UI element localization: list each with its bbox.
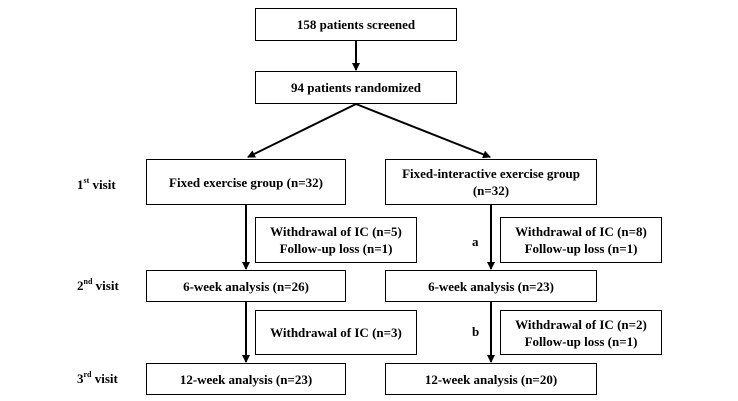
arrow-randomized-to-fixed <box>247 103 357 158</box>
visit-label-1: 1st visit <box>77 176 116 193</box>
interactive-group-box: Fixed-interactive exercise group (n=32) <box>385 159 597 205</box>
annotation-a: a <box>472 234 479 249</box>
interactive-6week-text: 6-week analysis (n=23) <box>428 278 554 294</box>
interactive-withdrawal-text-2: Withdrawal of IC (n=2) <box>515 316 647 332</box>
fixed-followup-text-1: Follow-up loss (n=1) <box>279 241 393 256</box>
fixed-withdrawal-box-2: Withdrawal of IC (n=3) <box>255 310 417 355</box>
screened-text: 158 patients screened <box>296 17 416 32</box>
interactive-group-text-line1: Fixed-interactive exercise group <box>402 166 580 181</box>
fixed-group-text: Fixed exercise group (n=32) <box>169 174 323 190</box>
randomized-box: 94 patients randomized <box>255 71 457 104</box>
fixed-12week-box: 12-week analysis (n=23) <box>146 363 346 395</box>
visit-label-3: 3rd visit <box>77 370 118 387</box>
interactive-12week-box: 12-week analysis (n=20) <box>385 363 597 395</box>
interactive-12week-text: 12-week analysis (n=20) <box>424 371 558 387</box>
interactive-followup-text-2: Follow-up loss (n=1) <box>524 333 638 349</box>
randomized-text: 94 patients randomized <box>291 80 421 95</box>
visit-2-suffix: nd <box>83 276 93 286</box>
screened-box: 158 patients screened <box>255 8 457 41</box>
visit-1-suffix: st <box>83 175 90 185</box>
visit-3-number: 3 <box>77 371 84 386</box>
annotation-b: b <box>472 324 480 339</box>
interactive-group-text-line2: (n=32) <box>472 183 510 198</box>
interactive-followup-text-1: Follow-up loss (n=1) <box>524 241 638 256</box>
fixed-withdrawal-text-2: Withdrawal of IC (n=3) <box>270 325 402 340</box>
visit-1-number: 1 <box>77 177 84 192</box>
visit-2-word: visit <box>92 278 119 293</box>
arrow-randomized-to-interactive <box>355 103 491 159</box>
interactive-withdrawal-box-1: Withdrawal of IC (n=8) Follow-up loss (n… <box>500 217 662 263</box>
fixed-6week-box: 6-week analysis (n=26) <box>146 270 346 302</box>
visit-1-word: visit <box>89 177 116 192</box>
fixed-withdrawal-box-1: Withdrawal of IC (n=5) Follow-up loss (n… <box>255 217 417 263</box>
visit-2-number: 2 <box>77 278 84 293</box>
fixed-12week-text: 12-week analysis (n=23) <box>179 371 313 387</box>
visit-3-suffix: rd <box>83 369 92 379</box>
visit-label-2: 2nd visit <box>77 277 119 294</box>
visit-3-word: visit <box>91 371 118 386</box>
fixed-6week-text: 6-week analysis (n=26) <box>183 278 309 294</box>
fixed-group-box: Fixed exercise group (n=32) <box>146 159 346 205</box>
interactive-withdrawal-box-2: Withdrawal of IC (n=2) Follow-up loss (n… <box>500 310 662 355</box>
fixed-withdrawal-text-1: Withdrawal of IC (n=5) <box>270 224 402 239</box>
interactive-withdrawal-text-1: Withdrawal of IC (n=8) <box>515 224 647 239</box>
interactive-6week-box: 6-week analysis (n=23) <box>385 270 597 302</box>
